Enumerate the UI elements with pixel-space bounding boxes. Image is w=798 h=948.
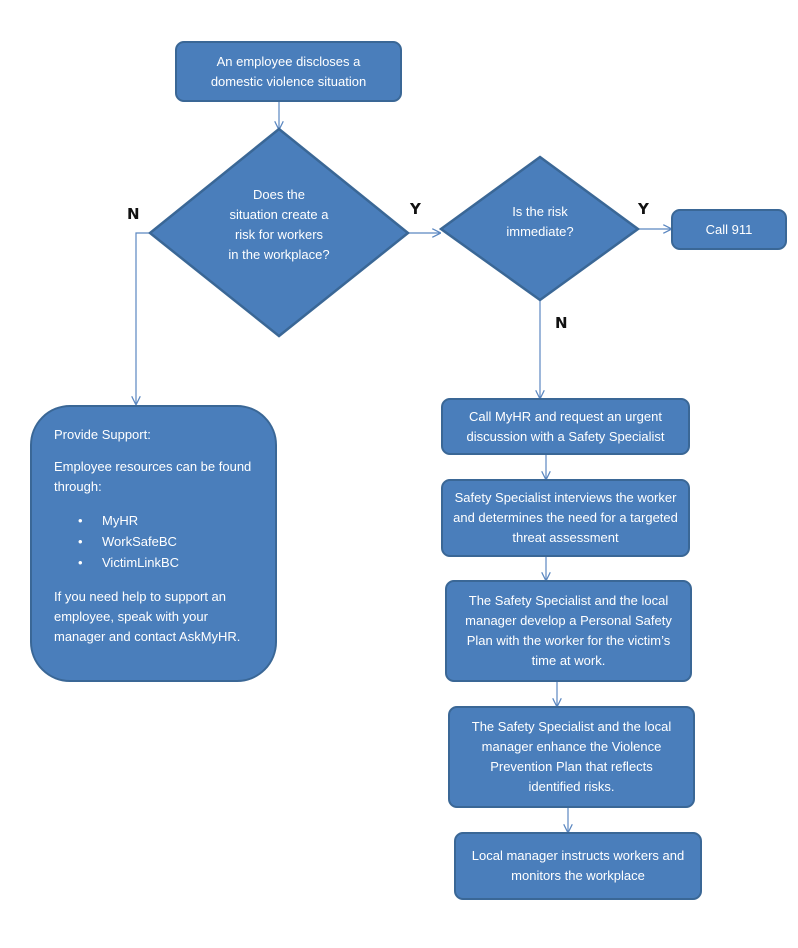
resource-worksafebc: WorkSafeBC — [102, 534, 177, 549]
list-item: • VictimLinkBC — [54, 552, 257, 573]
decision1-yes-label: Y — [410, 200, 421, 218]
step-instruct-workers: Local manager instructs workers and moni… — [454, 832, 702, 900]
step-1-text: Call MyHR and request an urgent discussi… — [466, 408, 665, 444]
call-911-box: Call 911 — [671, 209, 787, 250]
decision2-line-1: Is the risk — [512, 204, 568, 219]
decision1-line-2: situation create a — [229, 207, 329, 222]
step-call-myhr: Call MyHR and request an urgent discussi… — [441, 398, 690, 455]
provide-support-box: Provide Support: Employee resources can … — [30, 405, 277, 682]
step-2-text: Safety Specialist interviews the worker … — [453, 490, 678, 545]
bullet-icon: • — [78, 555, 83, 570]
decision1-line-1: Does the — [252, 187, 306, 202]
bullet-icon: • — [78, 513, 83, 528]
connector-decision1-no — [136, 232, 150, 404]
step-3-text: The Safety Specialist and the local mana… — [465, 593, 672, 668]
decision1-diamond — [148, 127, 410, 338]
decision1-no-label: N — [127, 205, 140, 223]
decision2-diamond — [438, 155, 641, 302]
step-safety-interview: Safety Specialist interviews the worker … — [441, 479, 690, 557]
step-5-text: Local manager instructs workers and moni… — [471, 848, 685, 883]
start-line-1: An employee discloses a — [216, 53, 361, 69]
step-personal-safety-plan: The Safety Specialist and the local mana… — [445, 580, 692, 682]
resource-victimlinkbc: VictimLinkBC — [102, 555, 180, 570]
bullet-icon: • — [78, 534, 83, 549]
start-box: An employee discloses a domestic violenc… — [175, 41, 402, 102]
support-closing: If you need help to support an employee,… — [54, 589, 241, 644]
decision2-text: Is the risk immediate? — [480, 202, 600, 242]
resource-myhr: MyHR — [102, 513, 139, 528]
decision1-text: Does the situation create a risk for wor… — [200, 185, 358, 265]
list-item: • MyHR — [54, 510, 257, 531]
decision2-yes-label: Y — [638, 200, 649, 218]
step-violence-prevention-plan: The Safety Specialist and the local mana… — [448, 706, 695, 808]
support-resource-list: • MyHR • WorkSafeBC • VictimLinkBC — [54, 510, 257, 573]
step-4-text: The Safety Specialist and the local mana… — [471, 719, 672, 794]
list-item: • WorkSafeBC — [54, 531, 257, 552]
decision1-line-4: in the workplace? — [228, 247, 330, 262]
start-line-2: domestic violence situation — [210, 73, 367, 89]
support-title: Provide Support: — [54, 427, 151, 442]
decision1-line-3: risk for workers — [234, 227, 324, 242]
decision2-no-label: N — [555, 314, 568, 332]
decision2-line-2: immediate? — [506, 224, 574, 239]
call-911-label: Call 911 — [705, 221, 753, 237]
support-intro: Employee resources can be found through: — [54, 459, 252, 494]
